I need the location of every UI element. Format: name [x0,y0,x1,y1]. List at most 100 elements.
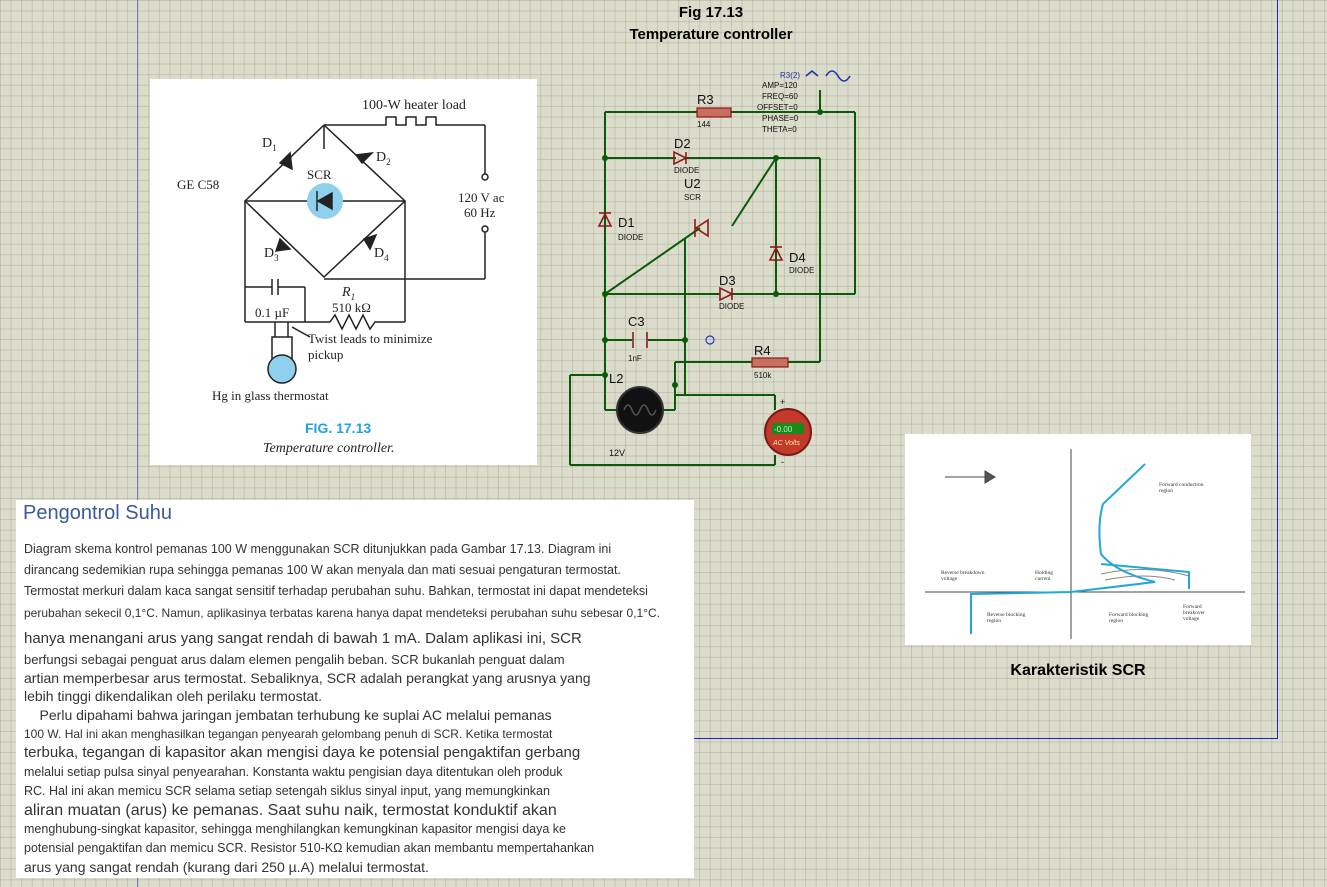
p2-line: RC. Hal ini akan memicu SCR selama setia… [24,784,550,798]
cap-value: 0.1 µF [255,305,289,320]
label-forward-blocking: Forward blocking [1109,612,1149,618]
l2-value: 12V [609,448,625,458]
label-holding-current: current [1035,576,1051,582]
meter-value: -0.00 [774,425,793,434]
p2-line: arus yang sangat rendah (kurang dari 250… [24,859,429,875]
scr-curve [970,463,1156,634]
supply-voltage: 120 V ac [458,190,505,205]
p1-line: Diagram skema kontrol pemanas 100 W meng… [24,542,612,556]
scr-symbol [694,218,709,238]
d1-symbol [597,212,613,227]
c3-value: 1nF [628,354,642,363]
p2-line: artian memperbesar arus termostat. Sebal… [24,670,591,686]
d2-label: D2 [674,136,691,151]
d3-label: D3 [264,246,279,263]
frame-line-left [137,0,138,887]
d3-type: DIODE [719,302,744,311]
twist-label-1: Twist leads to minimize [308,331,433,346]
p2-line: lebih tinggi dikendalikan oleh perilaku … [24,688,323,704]
d1-label: D1 [618,215,635,230]
d1-label: D1 [262,136,277,153]
p2-line: menghubung-singkat kapasitor, sehingga m… [24,822,567,836]
text-panel[interactable]: Pengontrol Suhu Diagram skema kontrol pe… [16,500,694,878]
simulation-schematic[interactable]: R3(2) AMP=120 FREQ=60 OFFSET=0 PHASE=0 T… [560,60,860,480]
r4-value: 510k [754,371,772,380]
r1-value: 510 kΩ [332,300,371,315]
label-reverse-breakdown-voltage: voltage [941,576,958,582]
heater-symbol [324,116,446,126]
scr-label: SCR [307,167,332,182]
r1-symbol [329,313,405,331]
scr-symbol [316,191,333,211]
d2-label: D2 [376,150,391,167]
fig-number: FIG. 17.13 [305,420,371,436]
p2-line: terbuka, tegangan di kapasitor akan meng… [24,744,581,761]
d2-symbol [354,151,375,165]
p2-line: berfungsi sebagai penguat arus dalam ele… [24,652,565,667]
r3-value: 144 [697,120,711,129]
d1-symbol [278,151,293,171]
source-freq: FREQ=60 [762,92,798,101]
meter-plus: + [780,397,785,407]
supply-frequency: 60 Hz [464,205,496,220]
fig-header: Fig 17.13 Temperature controller [600,2,822,46]
p2-line: 100 W. Hal ini akan menghasilkan teganga… [24,727,553,741]
scr-characteristic-graph: Forward conduction region Reverse breakd… [925,449,1245,639]
source-offset: OFFSET=0 [757,103,798,112]
scr-characteristic-caption: Karakteristik SCR [1010,662,1146,679]
l2-label: L2 [609,371,623,386]
p2-line: hanya menangani arus yang sangat rendah … [24,630,582,647]
p2-line: melalui setiap pulsa sinyal penyearahan.… [24,765,563,779]
d4-symbol [362,233,378,251]
u2-label: U2 [684,176,701,191]
thermostat-label: Hg in glass thermostat [212,388,329,403]
label-forward-conduction: Forward conduction [1159,482,1204,488]
label-breakover: breakover [1183,610,1205,616]
ge-label: GE C58 [177,177,219,192]
source-theta: THETA=0 [762,125,797,134]
d2-symbol [673,150,688,166]
r3-label: R3 [697,92,714,107]
label-reverse-blocking: Reverse blocking [987,612,1026,618]
meter-label: AC Volts [772,440,800,447]
scr-characteristic-figure[interactable]: Forward conduction region Reverse breakd… [905,434,1251,645]
d4-label: D4 [789,250,806,265]
label-forward-breakover: Forward [1183,604,1202,610]
p2-line: Perlu dipahami bahwa jaringan jembatan t… [24,707,552,723]
d3-label: D3 [719,273,736,288]
fig-label: Fig 17.13 [678,4,744,21]
p2-line: aliran muatan (arus) ke pemanas. Saat su… [24,802,557,819]
meter-minus: - [781,457,784,467]
d4-type: DIODE [789,266,814,275]
section-heading: Pengontrol Suhu [23,502,173,524]
textbook-schematic: 100-W heater load D1 D2 D3 D4 SCR GE C58… [177,98,505,456]
p2-line: potensial pengaktifan dan memicu SCR. Re… [24,841,595,855]
r1-label: R1 [341,285,355,302]
label-forward-conduction-region: region [1159,488,1173,494]
d3-symbol [719,286,734,302]
r4-symbol [751,357,789,368]
source-amp: AMP=120 [762,81,798,90]
label-holding: Holding [1035,570,1053,576]
d3-symbol [274,237,292,252]
c3-label: C3 [628,314,645,329]
twist-label-2: pickup [308,347,343,362]
label-reverse-blocking-region: region [987,618,1001,624]
p1-line: dirancang sedemikian rupa sehingga peman… [24,563,621,577]
label-forward-blocking-region: region [1109,618,1123,624]
r3-symbol [696,107,732,118]
label-reverse-breakdown: Reverse breakdown [941,570,985,576]
source-name: R3(2) [780,71,800,80]
p1-line: Termostat merkuri dalam kaca sangat sens… [24,584,648,598]
d2-type: DIODE [674,166,699,175]
fig-caption: Temperature controller. [263,441,394,456]
fig-title: Temperature controller [629,26,793,43]
u2-type: SCR [684,193,701,202]
source-phase: PHASE=0 [762,114,799,123]
textbook-figure[interactable]: 100-W heater load D1 D2 D3 D4 SCR GE C58… [150,79,537,465]
d4-symbol [768,246,784,261]
d4-label: D4 [374,246,389,263]
r4-label: R4 [754,343,771,358]
d1-type: DIODE [618,233,643,242]
p1-line: perubahan sekecil 0,1°C. Namun, aplikasi… [24,606,660,620]
